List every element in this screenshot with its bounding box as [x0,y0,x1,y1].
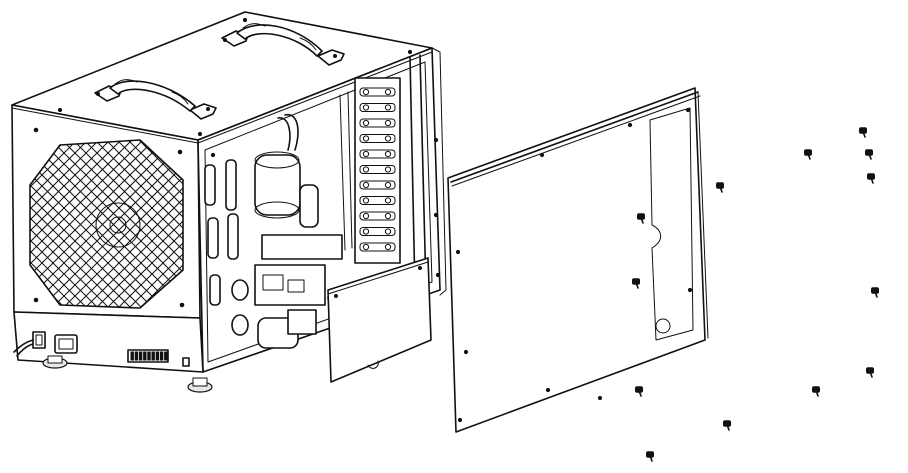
carry-handle-front [94,79,217,120]
screw [637,213,645,224]
carry-handle-rear [221,23,345,66]
screw [723,420,731,431]
control-panel [13,331,190,367]
coil-assembly [339,77,401,264]
screw [859,127,867,138]
screw [716,182,724,193]
screw [812,386,820,397]
screw [646,451,654,462]
screw [632,278,640,289]
screw [867,173,875,184]
inner-access-panel [327,257,432,383]
internal-compressor [204,114,347,349]
screw [866,367,874,378]
screw [865,149,873,160]
side-cover-panel [447,87,709,433]
screw [635,386,643,397]
mounting-screws [632,127,879,462]
screw [871,287,879,298]
screw [804,149,812,160]
